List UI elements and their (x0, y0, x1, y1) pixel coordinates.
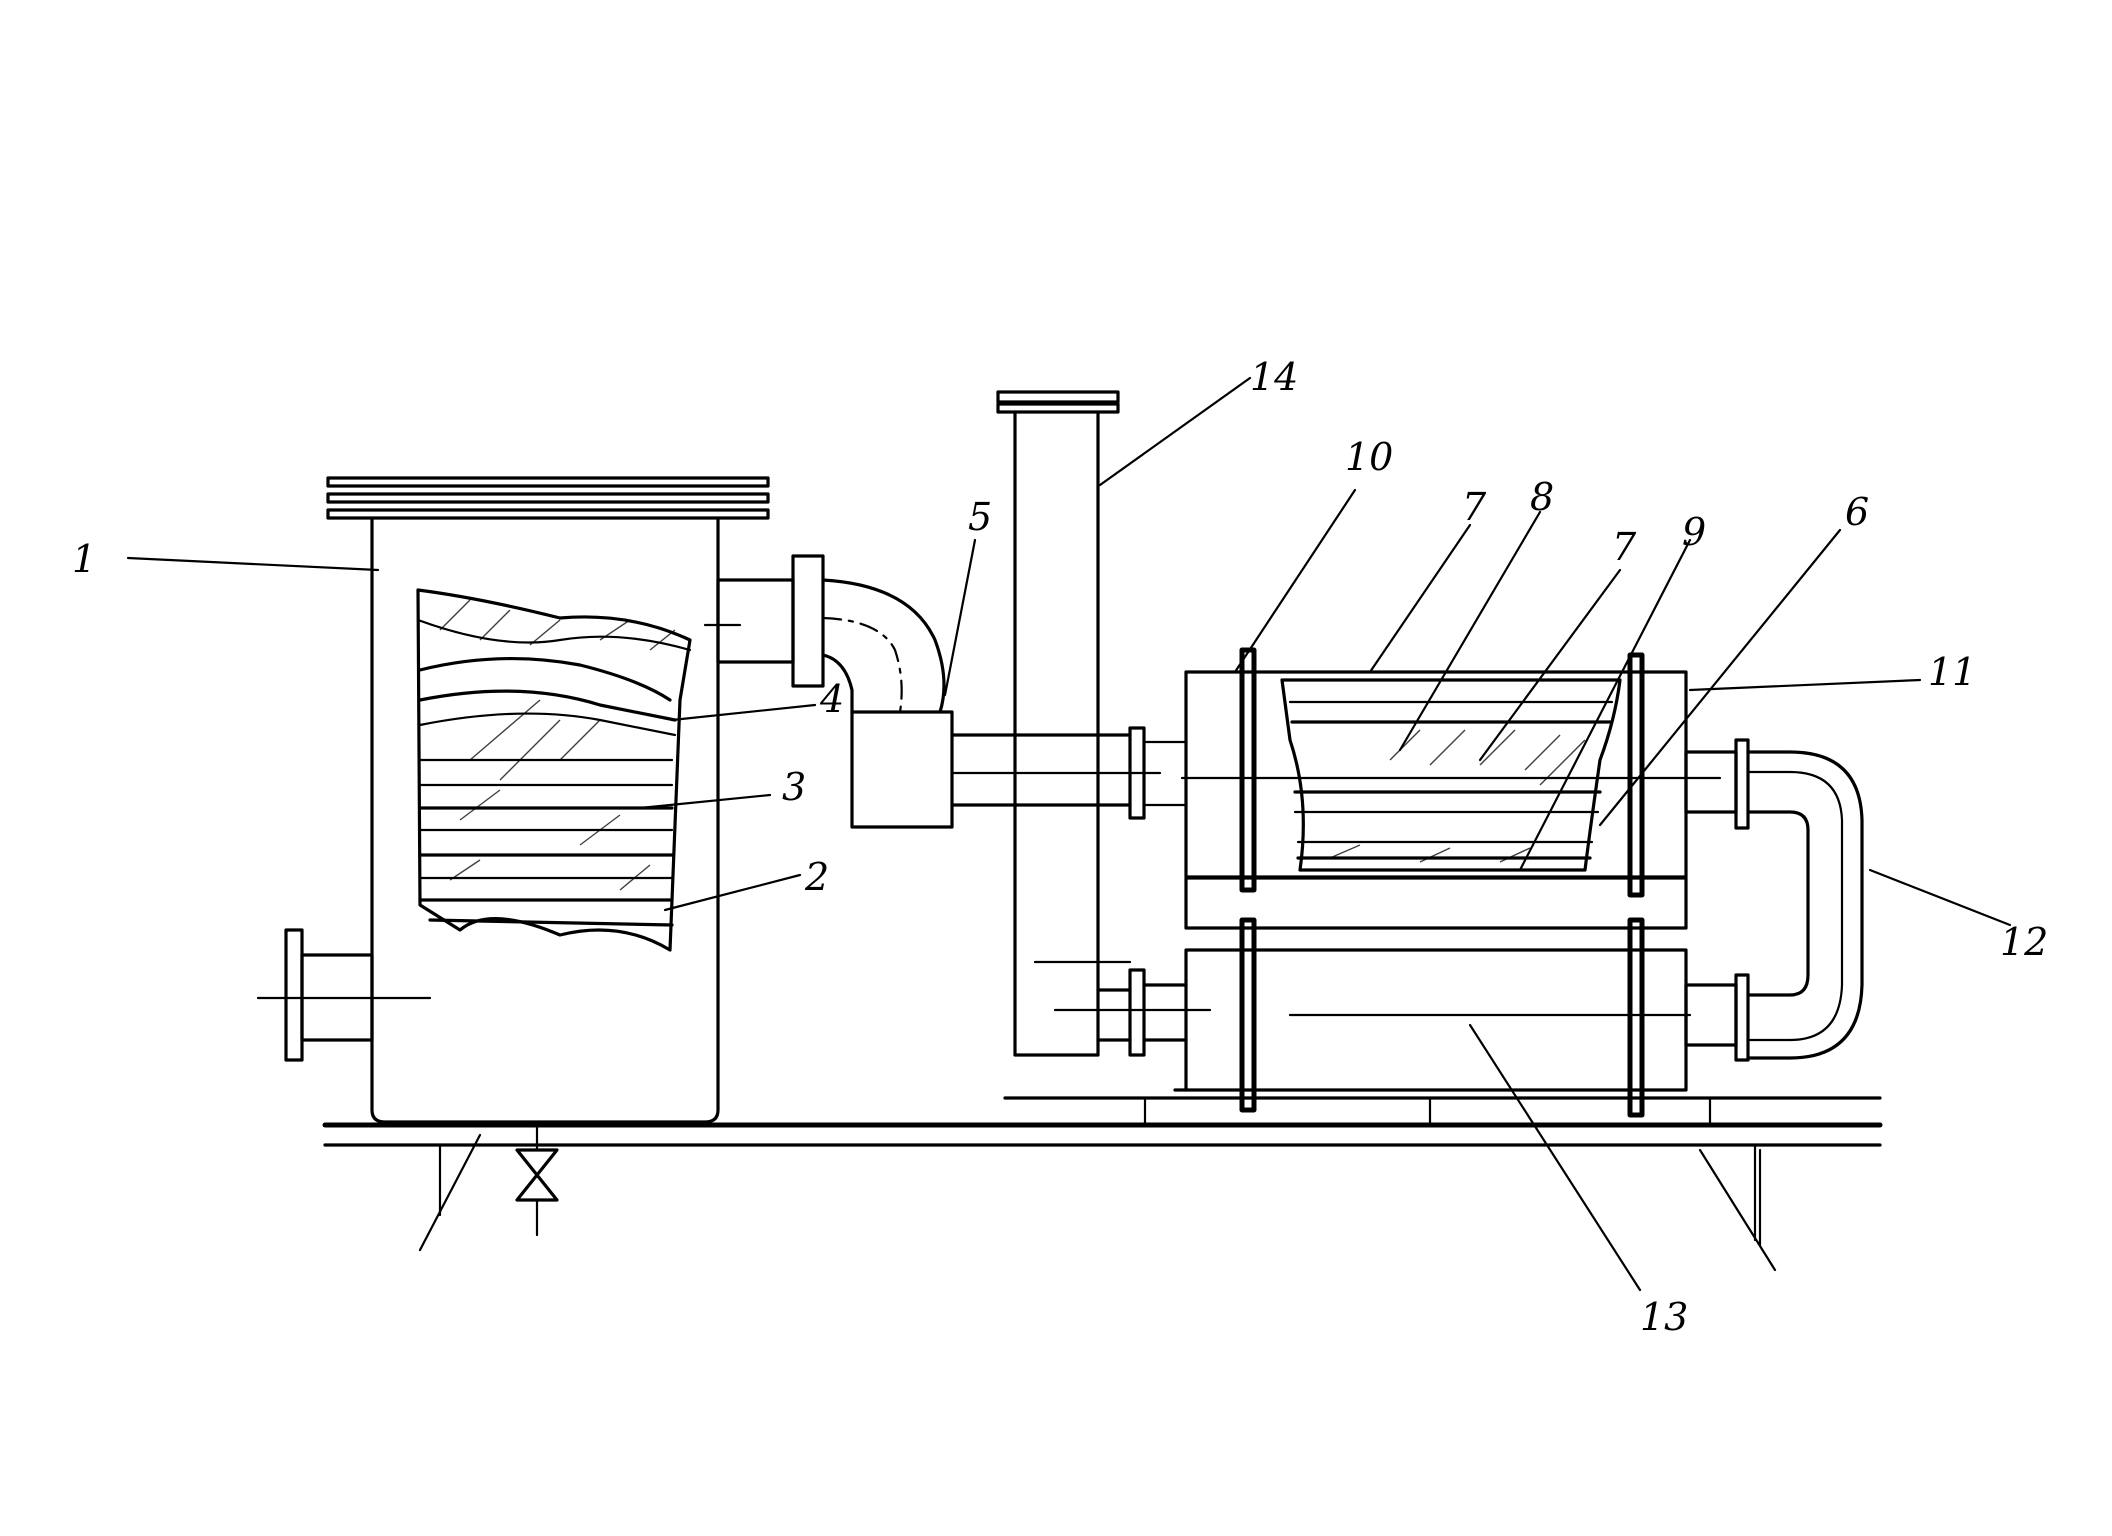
connector-pipe (821, 578, 1188, 829)
label-13: 13 (1640, 1295, 1688, 1339)
label-10: 10 (1345, 435, 1393, 479)
label-5: 5 (968, 495, 992, 539)
leader-lines (126, 376, 2012, 1292)
return-bend-12 (1746, 750, 1864, 1060)
label-8: 8 (1530, 475, 1554, 519)
label-11: 11 (1928, 650, 1976, 694)
exchanger-upper (1180, 647, 1750, 898)
label-7b: 7 (1612, 525, 1637, 569)
label-3: 3 (782, 765, 806, 809)
base-frame (322, 1096, 1883, 1272)
label-4: 4 (819, 677, 844, 721)
label-14: 14 (1250, 355, 1298, 399)
label-9: 9 (1682, 510, 1706, 554)
label-6: 6 (1845, 490, 1869, 534)
part-labels: 1 2 3 4 5 14 10 7 8 7 9 6 11 12 13 (72, 355, 2048, 1339)
label-1: 1 (72, 537, 96, 581)
label-12: 12 (2000, 920, 2048, 964)
exchanger-lower (1053, 876, 1750, 1118)
label-2: 2 (804, 855, 829, 899)
vessel-1 (256, 476, 825, 1237)
stack-14 (996, 390, 1132, 1057)
label-7a: 7 (1462, 485, 1487, 529)
